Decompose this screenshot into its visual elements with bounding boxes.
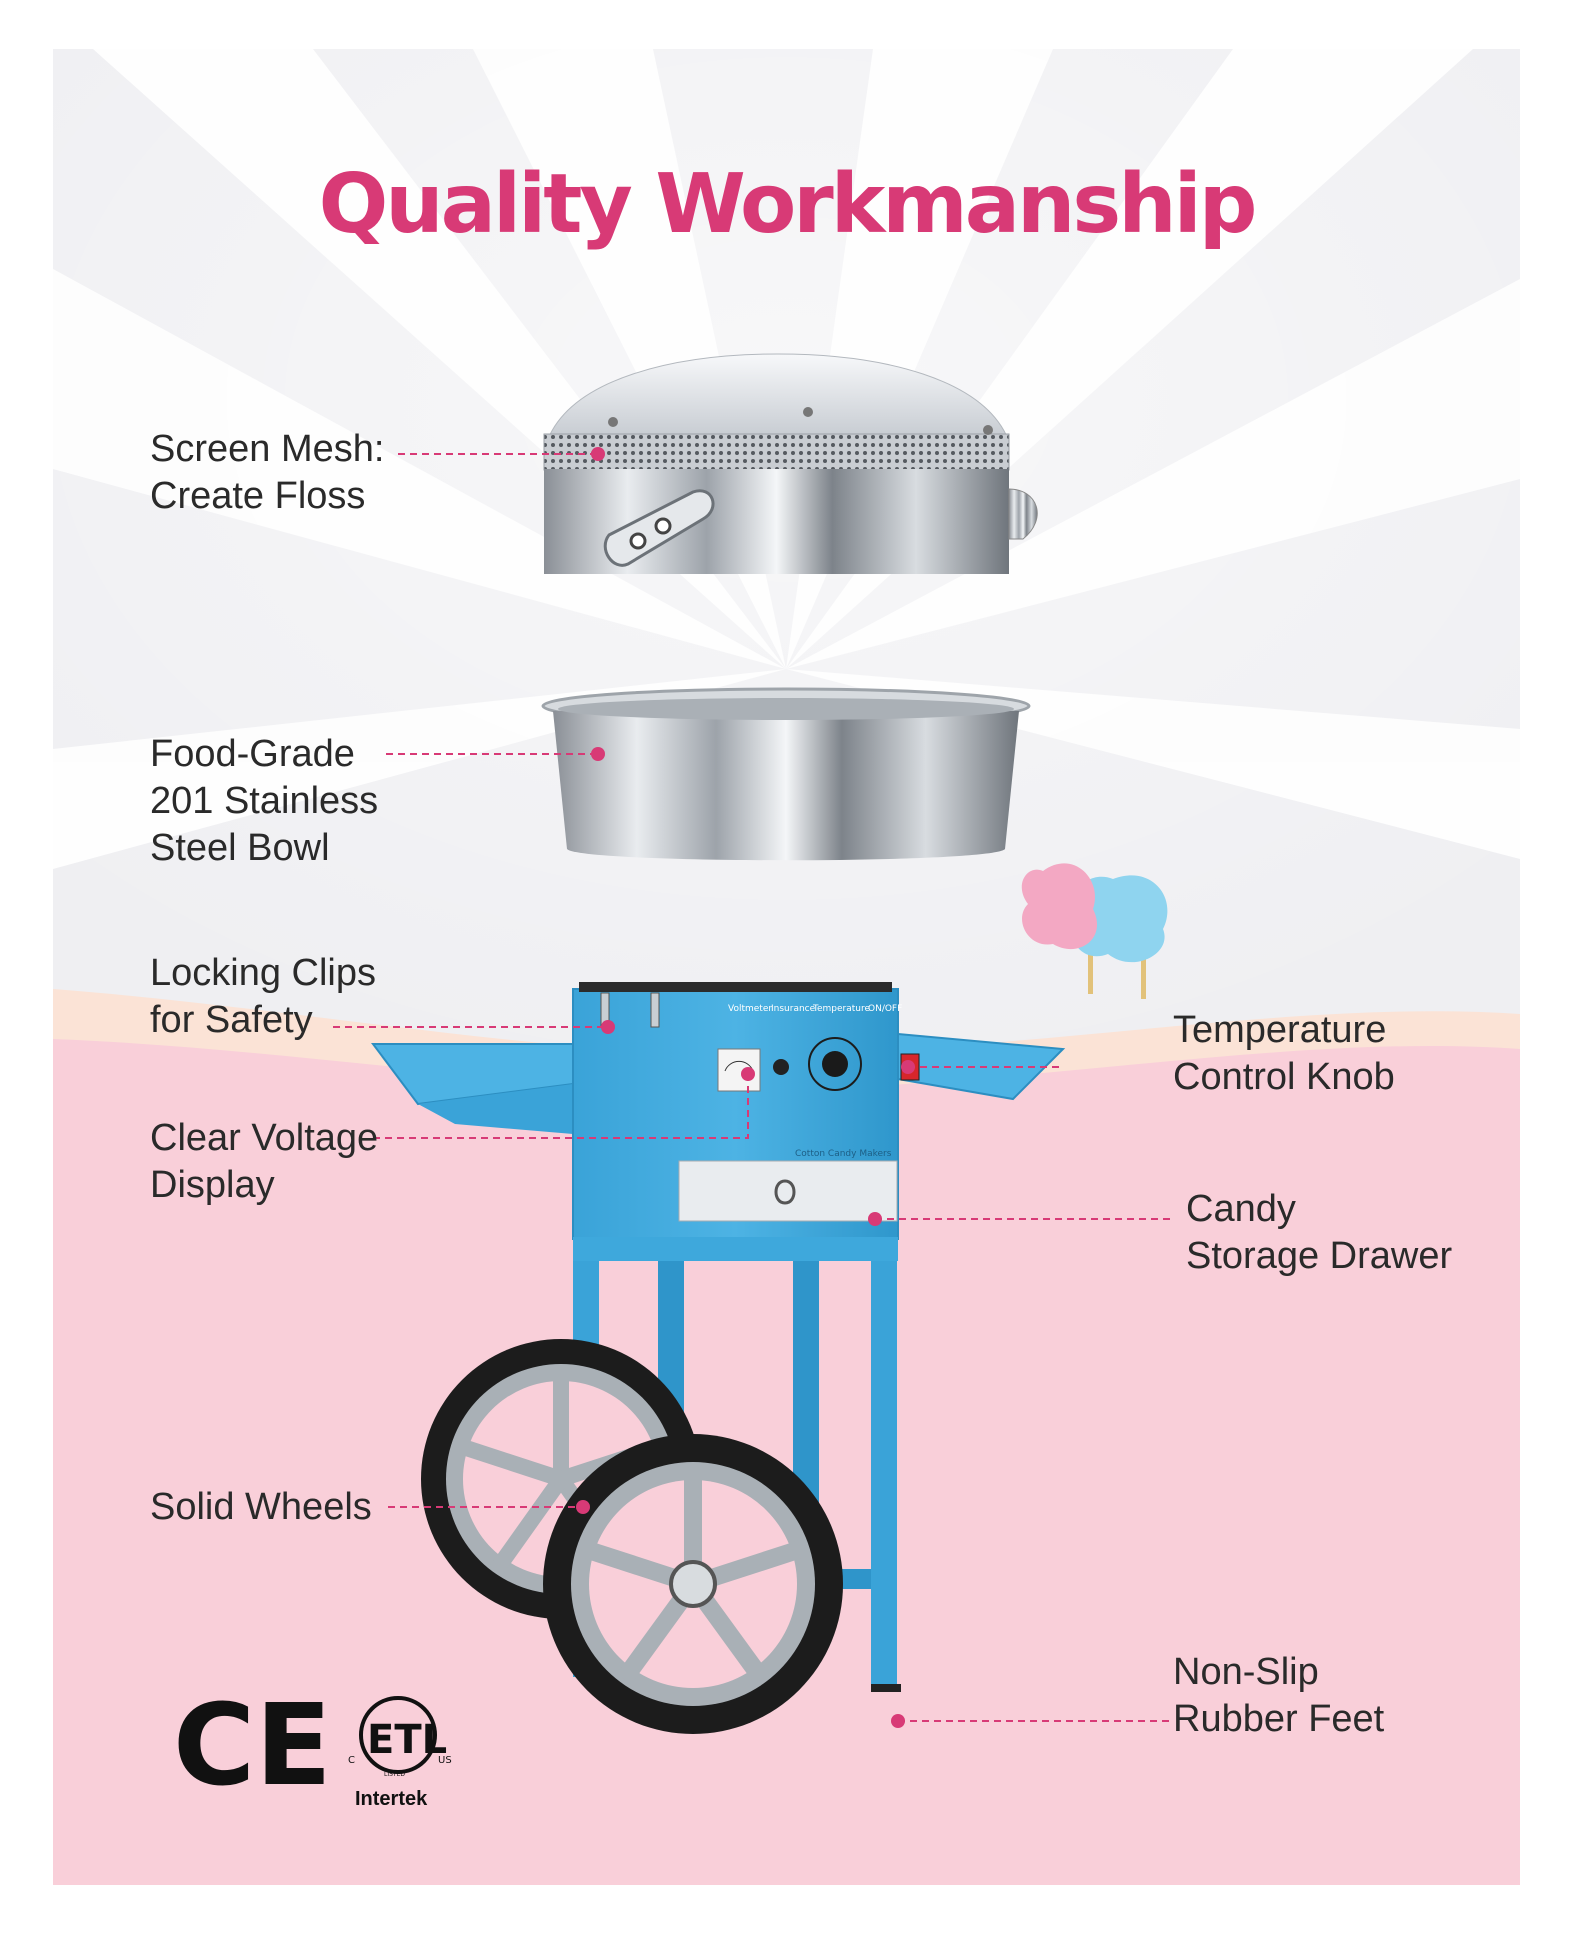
panel-label-voltmeter: Voltmeter [728,1004,772,1014]
screen-mesh-cover [543,353,1038,574]
callout-voltage-display: Clear Voltage Display [150,1117,379,1206]
page-title: Quality Workmanship [318,157,1258,252]
callout-locking-clips: Locking Clips for Safety [150,952,376,1041]
callout-rubber-feet: Non-Slip Rubber Feet [1173,1651,1385,1740]
machine-cart: Cotton Candy Makers Voltmeter Insurance … [371,982,1066,1692]
panel-label-insurance: Insurance [771,1004,816,1014]
callout-temperature-knob: Temperature Control Knob [1173,1009,1395,1098]
svg-text:LISTED: LISTED [384,1771,405,1778]
wheel-front [543,1434,843,1734]
product-infographic: Quality Workmanship [53,49,1520,1885]
cotton-candy-icon [1021,863,1168,999]
background-rays [53,49,1520,1885]
brand-text: Cotton Candy Makers [795,1149,892,1159]
callout-storage-drawer: Candy Storage Drawer [1186,1188,1453,1277]
svg-text:Intertek: Intertek [355,1788,428,1810]
etl-listed-icon: ETL C US LISTED Intertek [348,1696,452,1810]
callout-wheels: Solid Wheels [150,1486,372,1528]
panel-label-temperature: Temperature [812,1004,870,1014]
callout-screen-mesh: Screen Mesh: Create Floss [150,428,385,517]
callout-dots [576,447,915,1728]
ce-mark-icon: CE [173,1681,332,1811]
svg-text:C: C [348,1755,355,1766]
callout-leaders [333,453,1173,1722]
stainless-steel-bowl [541,687,1031,861]
callout-bowl: Food-Grade 201 Stainless Steel Bowl [150,733,379,869]
panel-label-onoff: ON/OFF [868,1004,902,1014]
svg-text:ETL: ETL [367,1717,447,1763]
svg-text:US: US [438,1755,452,1766]
cotton-candy-machine-illustration: Cotton Candy Makers Voltmeter Insurance … [173,353,1173,1811]
svg-text:CE: CE [173,1681,332,1811]
